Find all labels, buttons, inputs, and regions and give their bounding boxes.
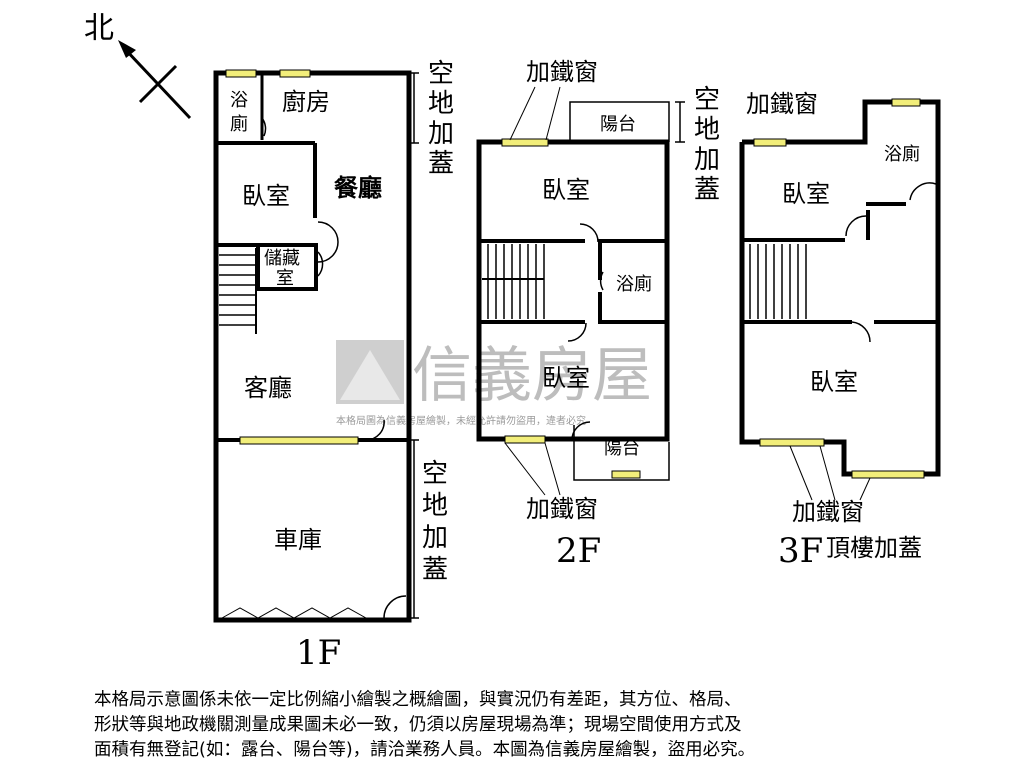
- compass-cross: [138, 64, 178, 104]
- floor-1f: 浴 廁 廚房 臥室 餐廳 儲藏 室 客廳 車庫 空 地 加 蓋 空 地 加 蓋 …: [213, 59, 454, 673]
- note-1f-bottom-extension-4: 蓋: [422, 555, 448, 585]
- floor-3f-room-labels: 浴廁 臥室 臥室: [782, 143, 920, 396]
- note-1f-top-extension-2: 地: [428, 89, 454, 119]
- room-bedroom-3f-top: 臥室: [782, 180, 830, 208]
- room-bath-3f: 浴廁: [884, 143, 920, 165]
- room-living-1f: 客廳: [244, 374, 292, 402]
- room-bath-1f-line2: 廁: [230, 113, 248, 135]
- note-2f-side-extension-2: 地: [694, 115, 720, 145]
- disclaimer-line-2: 形狀等與地政機關測量成果圖未必一致，仍須以房屋現場為準；現場空間使用方式及: [94, 715, 742, 735]
- disclaimer-line-3: 面積有無登記(如：露台、陽台等)，請洽業務人員。本圖為信義房屋繪製，盜用必究。: [94, 740, 756, 760]
- note-2f-iron-window-bottom: 加鐵窗: [526, 495, 598, 523]
- floor-2f-walls: [476, 101, 670, 481]
- floor-3f: 浴廁 臥室 臥室 加鐵窗 加鐵窗 3F 頂樓加蓋: [739, 90, 941, 571]
- note-2f-side-extension-4: 蓋: [694, 175, 720, 205]
- room-bedroom-3f-bottom: 臥室: [810, 368, 858, 396]
- note-2f-side-extension-3: 加: [694, 145, 720, 175]
- floor-1f-room-labels: 浴 廁 廚房 臥室 餐廳 儲藏 室 客廳 車庫: [230, 88, 382, 554]
- floor-3f-windows: [753, 98, 925, 479]
- floor-3f-notes: 加鐵窗 加鐵窗: [746, 90, 871, 526]
- floor-2f-stairs: [482, 244, 545, 319]
- floor-sublabel-3f: 頂樓加蓋: [826, 534, 922, 562]
- floor-1f-doors: [221, 117, 407, 619]
- floor-2f: 陽台 臥室 浴廁 臥室 陽台 加鐵窗 加鐵窗 空 地 加 蓋 2F: [476, 58, 720, 571]
- watermark-brand: 信義房屋: [412, 341, 652, 411]
- disclaimer-line-1: 本格局示意圖係未依一定比例縮小繪製之概繪圖，與實況仍有差距，其方位、格局、: [94, 690, 742, 710]
- room-bedroom-2f-top: 臥室: [542, 176, 590, 204]
- watermark-logo-mark: [340, 350, 400, 400]
- floor-2f-windows: [501, 138, 641, 479]
- room-bath-1f-line1: 浴: [230, 90, 248, 111]
- floor-1f-windows: [225, 69, 359, 445]
- note-2f-side-extension-1: 空: [694, 85, 720, 115]
- compass-north-label: 北: [84, 11, 114, 46]
- room-kitchen-1f: 廚房: [282, 88, 330, 116]
- disclaimer-text: 本格局示意圖係未依一定比例縮小繪製之概繪圖，與實況仍有差距，其方位、格局、 形狀…: [94, 688, 994, 763]
- note-2f-iron-window-top: 加鐵窗: [526, 58, 598, 86]
- floor-2f-notes: 加鐵窗 加鐵窗 空 地 加 蓋: [504, 58, 720, 523]
- note-1f-bottom-extension-2: 地: [422, 491, 448, 521]
- compass-arrow-head: [118, 40, 136, 58]
- room-garage-1f: 車庫: [274, 526, 322, 554]
- note-1f-bottom-extension-1: 空: [422, 459, 448, 489]
- note-3f-iron-window-bottom: 加鐵窗: [792, 498, 864, 526]
- floor-label-3f: 3F: [778, 531, 823, 571]
- floor-label-1f: 1F: [296, 633, 341, 673]
- room-bedroom-1f: 臥室: [242, 182, 290, 210]
- north-compass: 北: [84, 11, 192, 120]
- floor-2f-room-labels: 陽台 臥室 浴廁 臥室 陽台: [542, 114, 652, 459]
- room-bedroom-2f-bottom: 臥室: [542, 364, 590, 392]
- room-balcony-2f-bottom: 陽台: [604, 438, 640, 459]
- floor-3f-stairs: [749, 244, 807, 319]
- watermark-notice: 本格局圖為信義房屋繪製，未經允許請勿盜用，違者必究: [336, 414, 586, 427]
- floor-label-2f: 2F: [556, 531, 601, 571]
- note-1f-top-extension-3: 加: [428, 119, 454, 149]
- room-dining-1f: 餐廳: [334, 173, 382, 202]
- floor-2f-doors: [567, 143, 642, 441]
- watermark: 信義房屋 本格局圖為信義房屋繪製，未經允許請勿盜用，違者必究: [336, 340, 652, 427]
- note-1f-bottom-extension-3: 加: [422, 523, 448, 553]
- note-3f-iron-window-top: 加鐵窗: [746, 90, 818, 118]
- room-balcony-2f-top: 陽台: [600, 114, 636, 135]
- room-bath-2f: 浴廁: [616, 273, 652, 295]
- floor-plan-diagram: 信義房屋 本格局圖為信義房屋繪製，未經允許請勿盜用，違者必究 北: [84, 11, 941, 673]
- note-1f-top-extension-4: 蓋: [428, 149, 454, 179]
- floor-1f-extension-notes: 空 地 加 蓋 空 地 加 蓋: [409, 59, 454, 619]
- room-storage-1f-line2: 室: [276, 268, 294, 289]
- floor-3f-doors: [845, 182, 937, 343]
- room-storage-1f-line1: 儲藏: [264, 248, 300, 269]
- note-1f-top-extension-1: 空: [428, 59, 454, 89]
- floor-1f-stairs: [219, 248, 257, 334]
